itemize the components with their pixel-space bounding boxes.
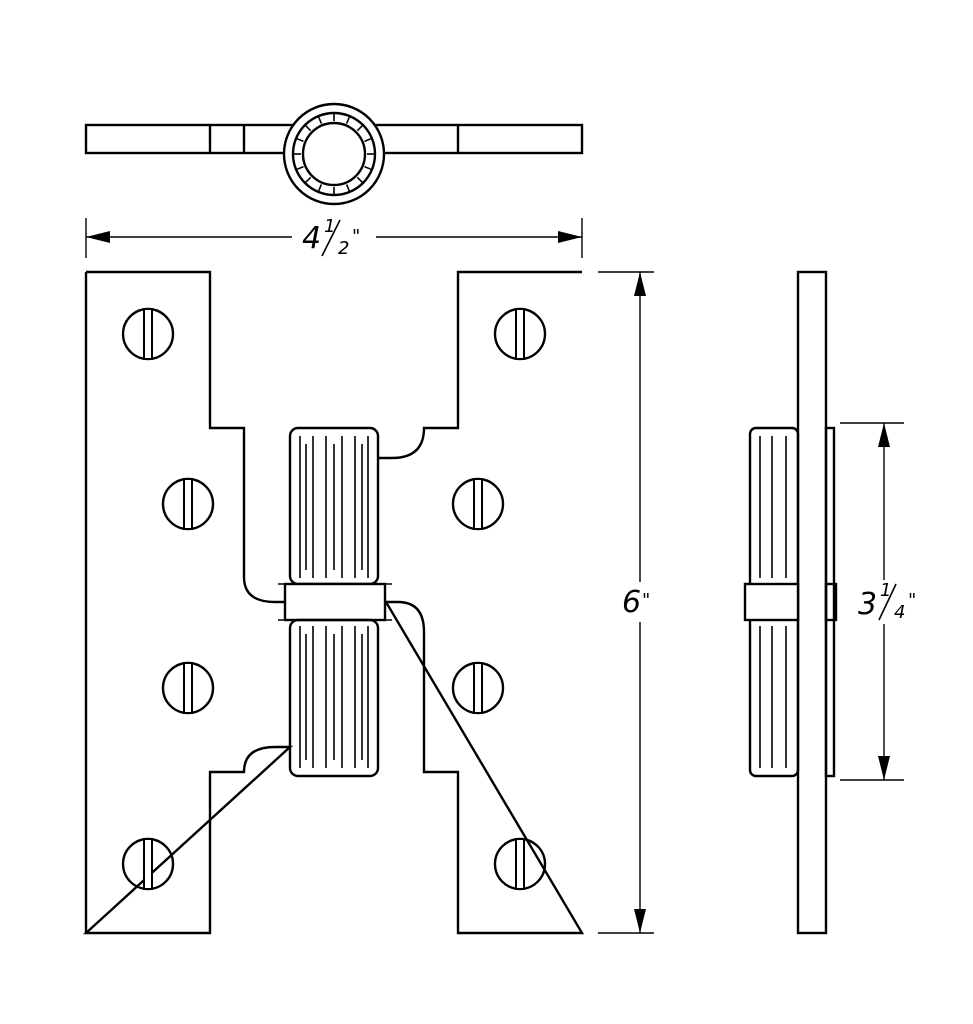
top-flute-mark <box>317 184 323 192</box>
knuckle-height-dimension: 3 1 4 " <box>840 422 916 781</box>
screw-hole <box>451 477 505 531</box>
knuckle-whole: 3 <box>858 587 877 622</box>
side-view-knuckle-back <box>824 426 836 778</box>
width-denominator: 2 <box>338 238 349 259</box>
top-flute-mark <box>305 125 312 132</box>
top-view-flutes <box>294 114 374 194</box>
knuckle-denominator: 4 <box>894 602 905 623</box>
side-view-collar <box>743 582 800 622</box>
side-view-plate <box>796 270 828 935</box>
height-whole: 6 <box>622 585 641 620</box>
lower-knuckle <box>288 618 380 778</box>
knuckle-numerator: 1 <box>880 580 891 601</box>
screw-hole <box>493 307 547 361</box>
left-leaf <box>82 270 294 935</box>
screw-slot <box>515 308 525 360</box>
screw-hole <box>121 837 175 891</box>
upper-knuckle <box>288 426 380 586</box>
top-flute-mark <box>317 116 323 124</box>
front-view <box>82 270 585 935</box>
top-flute-mark <box>345 184 351 192</box>
top-flute-mark <box>305 176 312 183</box>
screw-slot <box>143 838 153 890</box>
width-unit: " <box>352 226 360 247</box>
top-flute-mark <box>356 125 363 132</box>
screw-slot <box>473 662 483 714</box>
screw-holes <box>121 307 547 891</box>
center-collar <box>283 582 387 622</box>
height-unit: " <box>642 590 650 611</box>
right-leaf <box>378 270 585 935</box>
top-view <box>84 102 584 206</box>
top-view-knuckle-ring <box>291 111 377 197</box>
screw-slot <box>473 478 483 530</box>
screw-slot <box>143 308 153 360</box>
screw-slot <box>183 478 193 530</box>
width-dimension: 4 1 2 " <box>85 216 583 259</box>
top-view-pin <box>301 121 367 187</box>
top-flute-mark <box>356 176 363 183</box>
screw-slot <box>183 662 193 714</box>
top-flute-mark <box>345 116 351 124</box>
width-numerator: 1 <box>324 216 335 237</box>
height-dimension: 6 " <box>598 271 654 934</box>
screw-hole <box>161 661 215 715</box>
top-flute-mark <box>296 165 304 171</box>
screw-hole <box>493 837 547 891</box>
width-whole: 4 <box>302 221 321 256</box>
top-flute-mark <box>296 137 304 143</box>
screw-hole <box>121 307 175 361</box>
knuckle-unit: " <box>908 590 916 611</box>
top-flute-mark <box>364 165 372 171</box>
side-view <box>743 270 838 935</box>
screw-hole <box>451 661 505 715</box>
screw-slot <box>515 838 525 890</box>
screw-hole <box>161 477 215 531</box>
top-flute-mark <box>364 137 372 143</box>
